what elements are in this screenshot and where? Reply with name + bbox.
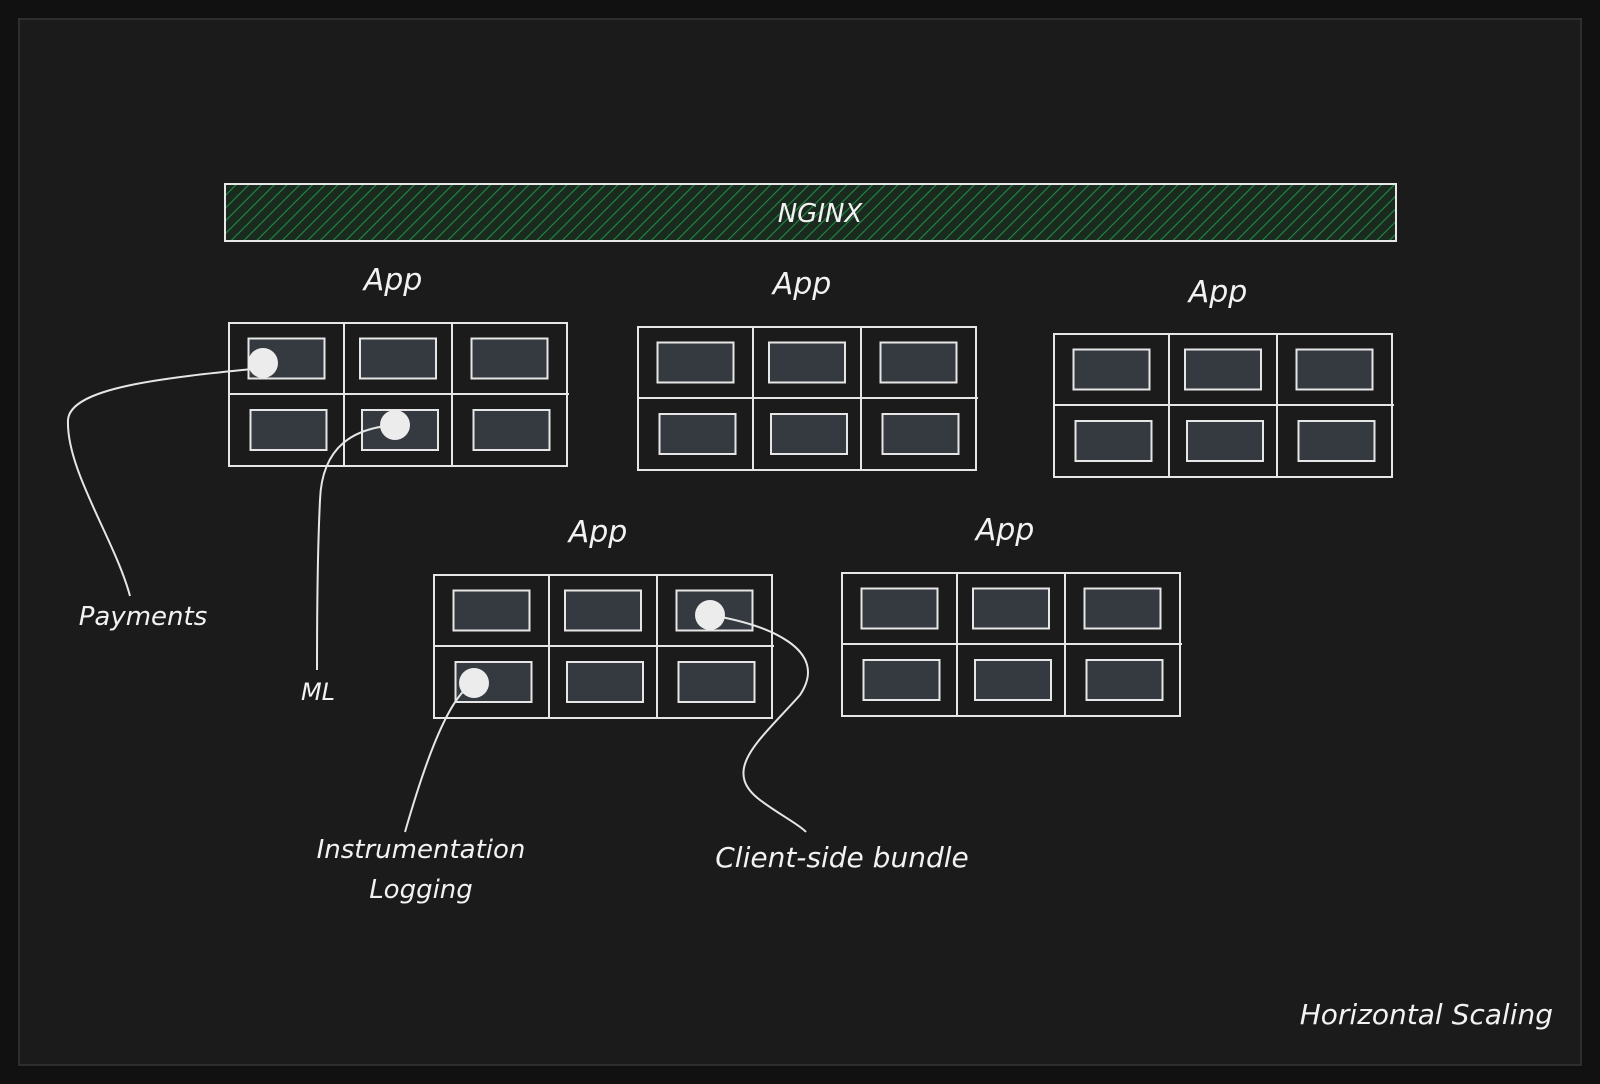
nginx-load-balancer: NGINX	[224, 183, 1397, 242]
instrumentation-label: Instrumentation	[317, 835, 526, 865]
app-module-box	[770, 413, 848, 455]
app-module-box	[768, 341, 846, 384]
app-module-box	[658, 413, 737, 455]
app-module-box	[1074, 420, 1153, 462]
ml-marker	[380, 410, 410, 440]
app-module-box	[470, 337, 549, 380]
app-module-box	[564, 589, 642, 632]
app-server-1	[228, 322, 569, 467]
app-label-2: App	[771, 267, 832, 302]
client-bundle-label: Client-side bundle	[715, 841, 968, 874]
app-module-box	[677, 661, 756, 703]
app-server-4	[433, 574, 774, 719]
app-module-box	[1072, 348, 1151, 391]
client-bundle-marker	[695, 600, 725, 630]
app-module-box	[452, 589, 531, 632]
app-label-1: App	[362, 263, 423, 298]
connectors	[66, 367, 809, 833]
app-module-box	[359, 337, 437, 380]
app-server-5	[841, 572, 1182, 717]
app-module-box	[1186, 420, 1264, 462]
app-module-box	[1297, 420, 1376, 462]
ml-label: ML	[301, 678, 335, 706]
app-module-box	[1085, 659, 1164, 701]
ml-connector	[316, 424, 396, 671]
instrumentation-marker	[459, 668, 489, 698]
app-server-2	[637, 326, 978, 471]
app-module-box	[1295, 348, 1374, 391]
app-module-box	[879, 341, 958, 384]
app-module-box	[860, 587, 939, 630]
app-label-5: App	[974, 513, 1035, 548]
payments-label: Payments	[79, 602, 208, 632]
logging-label: Logging	[369, 875, 473, 905]
app-module-box	[862, 659, 941, 701]
app-module-box	[1083, 587, 1162, 630]
payments-marker	[248, 348, 278, 378]
app-module-box	[566, 661, 644, 703]
app-module-box	[656, 341, 735, 384]
app-label-3: App	[1187, 275, 1248, 310]
app-server-3	[1053, 333, 1394, 478]
client-bundle-connector	[709, 614, 809, 833]
app-module-box	[472, 409, 551, 451]
app-module-box	[972, 587, 1050, 630]
nginx-label: NGINX	[778, 199, 864, 229]
app-module-box	[881, 413, 960, 455]
app-module-box	[974, 659, 1052, 701]
horizontal-scaling-title: Horizontal Scaling	[1300, 998, 1553, 1031]
payments-connector	[66, 367, 264, 597]
app-module-box	[249, 409, 328, 451]
canvas-frame	[18, 18, 1582, 1066]
app-label-4: App	[567, 515, 628, 550]
app-module-box	[1184, 348, 1262, 391]
